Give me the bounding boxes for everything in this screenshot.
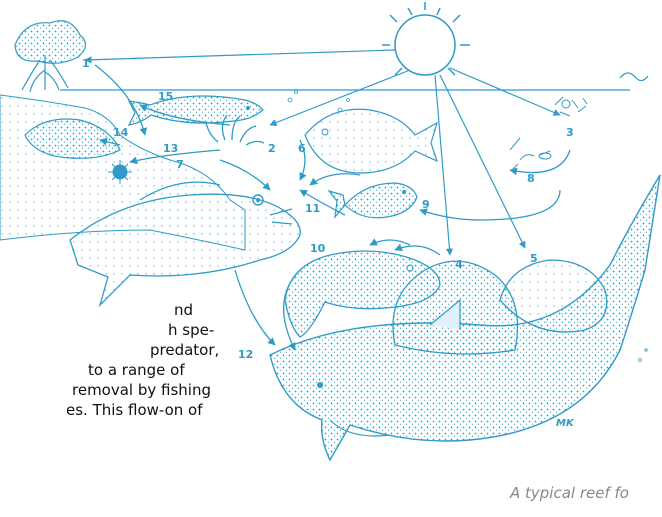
label-15: 15 (158, 90, 173, 103)
body-text-line: to a range of (0, 360, 230, 380)
surface-wave (620, 73, 648, 81)
sun (382, 2, 470, 75)
label-14: 14 (113, 126, 129, 139)
body-text: nd h spe- predator, to a range of remova… (0, 300, 230, 420)
plankton (510, 97, 587, 170)
body-text-line: nd (0, 300, 230, 320)
mangrove-tree (15, 21, 86, 92)
bream-fish (305, 109, 437, 173)
label-1: 1 (82, 57, 90, 70)
body-text-line: predator, (0, 340, 230, 360)
label-5: 5 (530, 252, 538, 265)
label-6: 6 (298, 142, 306, 155)
artist-signature: MK (556, 418, 575, 429)
label-13: 13 (163, 142, 178, 155)
label-10: 10 (310, 242, 326, 255)
label-8: 8 (527, 172, 535, 185)
label-12: 12 (238, 348, 253, 361)
body-text-line: h spe- (0, 320, 230, 340)
label-4: 4 (455, 258, 463, 271)
small-fish (329, 183, 417, 218)
label-11: 11 (305, 202, 320, 215)
label-9: 9 (422, 198, 430, 211)
figure-caption: A typical reef fo (510, 484, 629, 502)
body-text-line: es. This flow-on of (0, 400, 230, 420)
label-2: 2 (268, 142, 276, 155)
label-7: 7 (176, 158, 184, 171)
label-3: 3 (566, 126, 574, 139)
body-text-line: removal by fishing (0, 380, 230, 400)
